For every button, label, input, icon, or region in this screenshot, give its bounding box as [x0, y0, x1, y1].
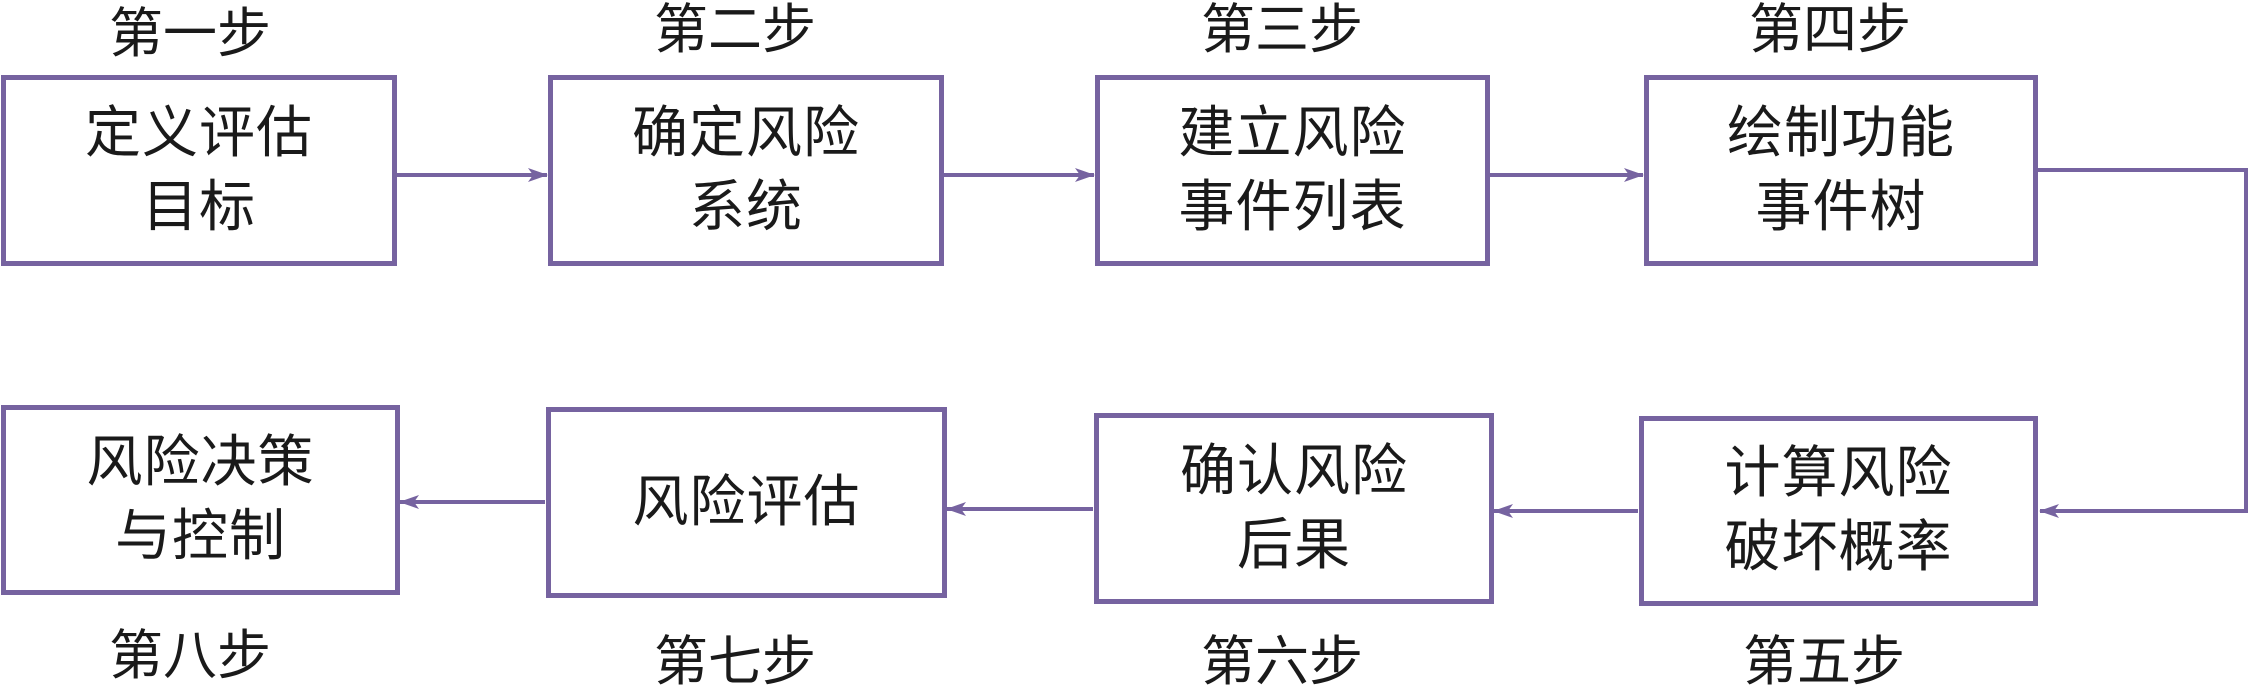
step-box-8-text: 风险决策 与控制 — [86, 430, 315, 569]
step-box-2: 确定风险 系统 — [548, 75, 944, 266]
step-box-7: 风险评估 — [546, 407, 947, 598]
step-box-5-text: 计算风险 破坏概率 — [1724, 441, 1953, 580]
step-box-6-text: 确认风险 后果 — [1180, 438, 1408, 578]
arrow-step4-to-step5 — [2038, 168, 2248, 518]
step-label-5: 第五步 — [1743, 630, 1905, 693]
step-label-8: 第八步 — [109, 624, 271, 687]
step-label-1: 第一步 — [109, 2, 271, 65]
step-label-6: 第六步 — [1201, 630, 1363, 693]
step-box-6: 确认风险 后果 — [1094, 413, 1494, 604]
step-box-8: 风险决策 与控制 — [1, 405, 400, 595]
step-box-5: 计算风险 破坏概率 — [1639, 416, 2038, 606]
step-box-2-text: 确定风险 系统 — [632, 100, 860, 240]
step-box-4-text: 绘制功能 事件树 — [1727, 100, 1955, 240]
step-box-4: 绘制功能 事件树 — [1644, 75, 2038, 266]
step-box-3: 建立风险 事件列表 — [1095, 75, 1490, 266]
step-label-7: 第七步 — [654, 630, 816, 693]
step-box-1-text: 定义评估 目标 — [85, 100, 313, 240]
step-label-3: 第三步 — [1201, 0, 1363, 61]
step-box-7-text: 风险评估 — [632, 469, 861, 535]
step-box-1: 定义评估 目标 — [1, 75, 397, 266]
step-label-4: 第四步 — [1749, 0, 1911, 61]
step-label-2: 第二步 — [654, 0, 816, 61]
step-box-3-text: 建立风险 事件列表 — [1178, 100, 1407, 240]
